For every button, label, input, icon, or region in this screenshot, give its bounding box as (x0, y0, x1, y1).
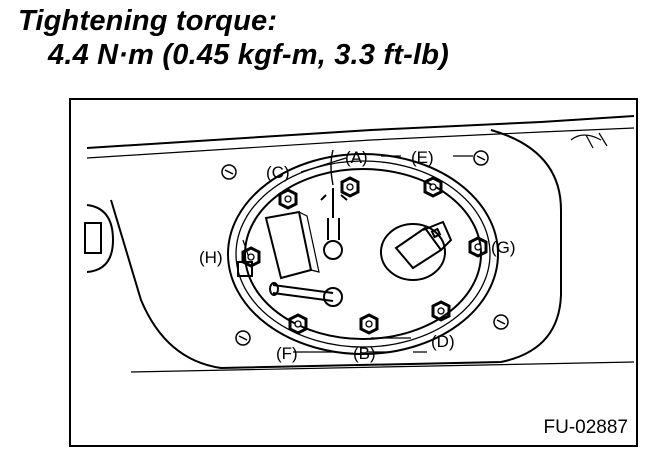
hose-clip (320, 188, 348, 240)
ring-outer (227, 153, 499, 355)
tank-top-edge (86, 115, 635, 149)
connector-plug (422, 220, 453, 251)
outlet-pipe (272, 284, 334, 302)
figure-code: FU-02887 (543, 417, 629, 438)
tank-floor-line (130, 361, 635, 373)
nut-a (340, 176, 360, 198)
pump-unit-base (380, 223, 446, 281)
label-b: (B) (353, 344, 376, 363)
torque-value: 4.4 N·m (0.45 kgf-m, 3.3 ft-lb) (48, 39, 449, 71)
heading-title: Tightening torque: (18, 5, 278, 37)
pump-bracket-fold (298, 211, 320, 273)
pipe-port (323, 287, 343, 307)
corner-ribs (570, 132, 608, 149)
hose-port (323, 240, 343, 260)
nut-c (278, 188, 298, 210)
pump-bracket (264, 210, 313, 280)
label-c: (C) (266, 163, 290, 182)
fuel-pump-diagram: (A) (E) (C) (G) (H) (F) (B) (D) FU-02887 (69, 98, 638, 447)
left-bracket-tab (84, 222, 102, 254)
nut-h (241, 246, 261, 268)
nut-d (431, 300, 451, 322)
nut-b (359, 313, 379, 335)
tank-top-inner-edge (86, 127, 635, 159)
label-g: (G) (491, 238, 516, 257)
torque-heading: Tightening torque: 4.4 N·m (0.45 kgf-m, … (18, 4, 449, 72)
tank-rear-edge (110, 129, 562, 370)
nut-e (423, 176, 443, 198)
label-lines (293, 155, 473, 353)
tank-screws (221, 150, 509, 346)
nut-f (288, 313, 308, 335)
diagram-drawing: (A) (E) (C) (G) (H) (F) (B) (D) (84, 115, 635, 373)
label-e: (E) (411, 148, 434, 167)
flange-nuts (241, 176, 488, 335)
label-d: (D) (431, 332, 455, 351)
left-bracket (86, 204, 115, 273)
label-a: (A) (345, 148, 368, 167)
label-h: (H) (199, 248, 223, 267)
label-f: (F) (276, 344, 298, 363)
nut-g (468, 236, 488, 258)
hose-line (330, 149, 334, 186)
ring-middle (235, 160, 491, 348)
